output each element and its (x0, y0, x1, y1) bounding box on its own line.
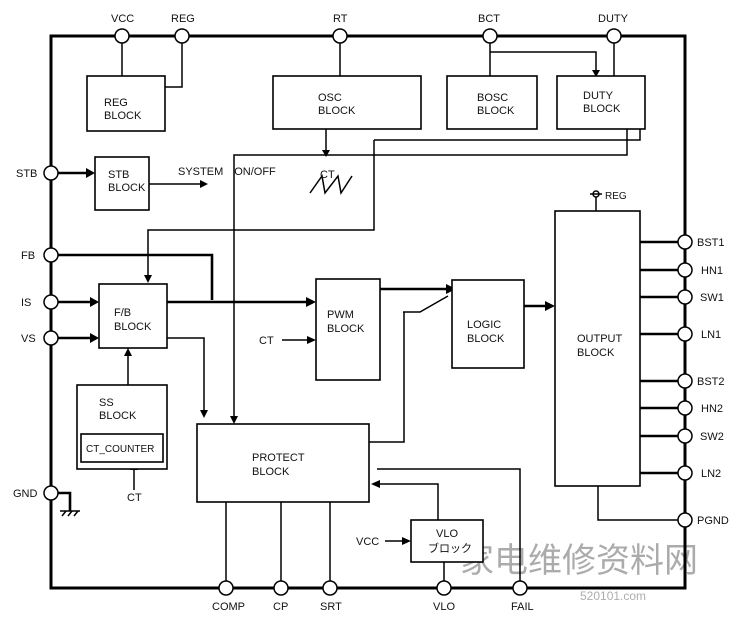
logic-block-line1: LOGIC (467, 319, 501, 331)
vlo-block-line1: VLO (436, 528, 458, 540)
pin-comp: COMP (212, 580, 245, 613)
pwm-block-line1: PWM (327, 309, 354, 321)
ss-block: SS BLOCK CT_COUNTER (76, 384, 168, 470)
ss-block-line2: BLOCK (99, 410, 137, 422)
pin-duty: DUTY (598, 13, 629, 44)
pin-ln1: LN1 (677, 326, 721, 342)
pin-is: IS (21, 294, 59, 310)
reg-block-line2: BLOCK (104, 110, 142, 122)
pin-reg: REG (171, 13, 195, 44)
pin-vs-label: VS (21, 333, 36, 345)
pin-gnd: GND (13, 485, 59, 501)
pin-bst2-label: BST2 (697, 376, 725, 388)
protect-block: PROTECT BLOCK (196, 423, 370, 503)
bosc-block-line1: BOSC (477, 92, 508, 104)
pin-hn2: HN2 (677, 400, 723, 416)
duty-block: DUTY BLOCK (556, 75, 646, 130)
pwm-block-line2: BLOCK (327, 323, 365, 335)
pin-ln2-label: LN2 (701, 468, 721, 480)
output-block-line1: OUTPUT (577, 333, 623, 345)
pin-bst2: BST2 (677, 373, 725, 389)
logic-block: LOGIC BLOCK (451, 279, 525, 369)
duty-block-line2: BLOCK (583, 103, 621, 115)
pin-hn2-label: HN2 (701, 403, 723, 415)
pin-rt: RT (332, 13, 348, 44)
pin-fb: FB (21, 247, 59, 263)
chip-outline (49, 34, 687, 590)
vcc-vlo-label: VCC (356, 536, 379, 548)
pin-vcc: VCC (111, 13, 134, 44)
watermark-site-cn: 家电维修资料网 (460, 542, 698, 580)
ct-counter-label: CT_COUNTER (86, 444, 154, 455)
protect-block-line2: BLOCK (252, 466, 290, 478)
pin-pgnd-label: PGND (697, 515, 729, 527)
pin-vcc-label: VCC (111, 13, 134, 25)
pin-ln2: LN2 (677, 465, 721, 481)
stb-block-line1: STB (108, 169, 129, 181)
pin-hn1-label: HN1 (701, 265, 723, 277)
stb-block-line2: BLOCK (108, 182, 146, 194)
pin-cp-label: CP (273, 601, 288, 613)
bosc-block-line2: BLOCK (477, 105, 515, 117)
ss-block-line1: SS (99, 397, 114, 409)
stb-block: STB BLOCK (94, 156, 150, 211)
pin-sw2-label: SW2 (700, 431, 724, 443)
pin-is-label: IS (21, 297, 31, 309)
reg-block: REG BLOCK (86, 75, 166, 132)
fb-block-line1: F/B (114, 307, 131, 319)
pin-vlo-label: VLO (433, 601, 455, 613)
pin-fb-label: FB (21, 250, 35, 262)
pin-srt-label: SRT (320, 601, 342, 613)
bosc-block: BOSC BLOCK (446, 75, 538, 130)
ct-osc-label: CT (320, 169, 335, 181)
pin-ln1-label: LN1 (701, 329, 721, 341)
watermark-site-url: 520101.com (580, 589, 646, 603)
pin-sw1: SW1 (677, 289, 724, 305)
pin-rt-label: RT (333, 13, 348, 25)
fb-block-line2: BLOCK (114, 321, 152, 333)
wires (51, 36, 685, 588)
pin-gnd-label: GND (13, 488, 38, 500)
pin-comp-label: COMP (212, 601, 245, 613)
pin-bct: BCT (478, 13, 500, 44)
pin-bst1-label: BST1 (697, 237, 725, 249)
vlo-block: VLO ブロック (410, 519, 484, 563)
output-block-line2: BLOCK (577, 347, 615, 359)
pin-fail-label: FAIL (511, 601, 534, 613)
pwm-block: PWM BLOCK (315, 278, 381, 381)
pin-sw2: SW2 (677, 428, 724, 444)
pin-duty-label: DUTY (598, 13, 629, 25)
watermark: 家电维修资料网 520101.com (460, 542, 698, 603)
pin-cp: CP (273, 580, 289, 613)
output-block: OUTPUT BLOCK (554, 210, 641, 487)
pin-bct-label: BCT (478, 13, 500, 25)
osc-block-line2: BLOCK (318, 105, 356, 117)
reg-output-label: REG (605, 191, 627, 202)
ct-pwm-label: CT (259, 335, 274, 347)
ct-ss-label: CT (127, 492, 142, 504)
pin-sw1-label: SW1 (700, 292, 724, 304)
pin-stb: STB (16, 165, 59, 181)
pin-vs: VS (21, 330, 59, 346)
pin-fail: FAIL (511, 580, 534, 613)
pin-srt: SRT (320, 580, 342, 613)
logic-block-line2: BLOCK (467, 333, 505, 345)
pin-hn1: HN1 (677, 262, 723, 278)
pin-reg-label: REG (171, 13, 195, 25)
system-onoff-label: SYSTEM ON/OFF (178, 166, 276, 178)
pin-pgnd: PGND (677, 512, 729, 528)
osc-block: OSC BLOCK (272, 75, 422, 130)
protect-block-line1: PROTECT (252, 452, 305, 464)
pin-bst1: BST1 (677, 234, 725, 250)
duty-block-line1: DUTY (583, 90, 614, 102)
reg-block-line1: REG (104, 97, 128, 109)
osc-block-line1: OSC (318, 92, 342, 104)
pin-stb-label: STB (16, 168, 37, 180)
fb-block: F/B BLOCK (98, 283, 168, 349)
pin-vlo: VLO (433, 580, 455, 613)
vlo-block-line2: ブロック (428, 541, 472, 555)
